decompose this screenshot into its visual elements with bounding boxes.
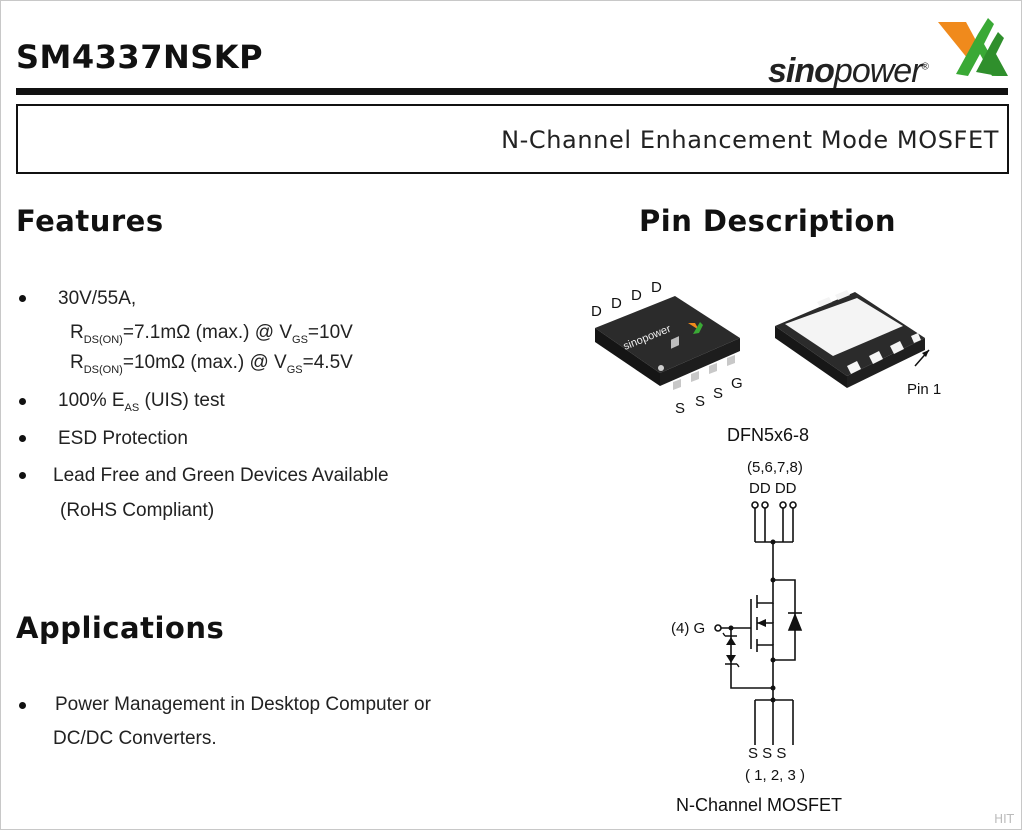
package-bottom-view: Pin 1 <box>775 290 941 398</box>
bullet <box>19 295 26 302</box>
pin1-label: Pin 1 <box>907 381 941 398</box>
schematic-caption: N-Channel MOSFET <box>676 795 843 815</box>
header-rule <box>16 88 1008 95</box>
pin-label-d: D <box>631 287 642 304</box>
mosfet-schematic: (5,6,7,8) DD DD (4) G S S S ( 1, 2, 3 ) <box>671 459 805 784</box>
applications-heading: Applications <box>16 611 225 645</box>
title-box: N-Channel Enhancement Mode MOSFET <box>16 104 1009 174</box>
feature-rds-4v5: RDS(ON)=10mΩ (max.) @ VGS=4.5V <box>70 352 353 376</box>
pin-label-s: S <box>695 393 705 410</box>
gate-label: (4) G <box>671 620 705 637</box>
part-number: SM4337NSKP <box>16 38 264 76</box>
feature-esd: ESD Protection <box>58 428 188 449</box>
bullet <box>19 398 26 405</box>
pin-label-g: G <box>731 375 743 392</box>
pin-label-s: S <box>713 385 723 402</box>
logo-wordmark: sinopower® <box>768 52 929 90</box>
bullet <box>19 702 26 709</box>
application-line2: DC/DC Converters. <box>53 728 217 749</box>
sinopower-logo: sinopower® <box>768 12 1013 90</box>
pin-label-d: D <box>651 279 662 296</box>
feature-rohs: (RoHS Compliant) <box>60 500 215 521</box>
package-illustration: sinopower D D D D S S S G Pin 1 <box>591 279 941 417</box>
device-type: N-Channel Enhancement Mode MOSFET <box>501 126 999 154</box>
features-heading: Features <box>16 204 164 238</box>
drain-labels: DD DD <box>749 480 797 497</box>
pin-description-heading: Pin Description <box>639 204 897 238</box>
feature-lead-free: Lead Free and Green Devices Available <box>53 465 389 486</box>
feature-rating: 30V/55A, <box>58 288 137 309</box>
drain-pin-numbers: (5,6,7,8) <box>747 459 803 476</box>
package-top-view: sinopower <box>595 296 740 390</box>
application-line1: Power Management in Desktop Computer or <box>55 694 431 715</box>
corner-watermark: HIT <box>994 812 1014 826</box>
feature-rds-10v: RDS(ON)=7.1mΩ (max.) @ VGS=10V <box>70 322 353 346</box>
pin-label-d: D <box>611 295 622 312</box>
package-name: DFN5x6-8 <box>727 425 810 445</box>
source-labels: S S S <box>748 745 786 762</box>
source-pin-numbers: ( 1, 2, 3 ) <box>745 767 805 784</box>
feature-uis-test: 100% EAS (UIS) test <box>58 390 225 414</box>
bullet <box>19 472 26 479</box>
pin-label-d: D <box>591 303 602 320</box>
bullet <box>19 435 26 442</box>
pin-label-s: S <box>675 400 685 417</box>
logo-mark-icon <box>938 18 1008 76</box>
